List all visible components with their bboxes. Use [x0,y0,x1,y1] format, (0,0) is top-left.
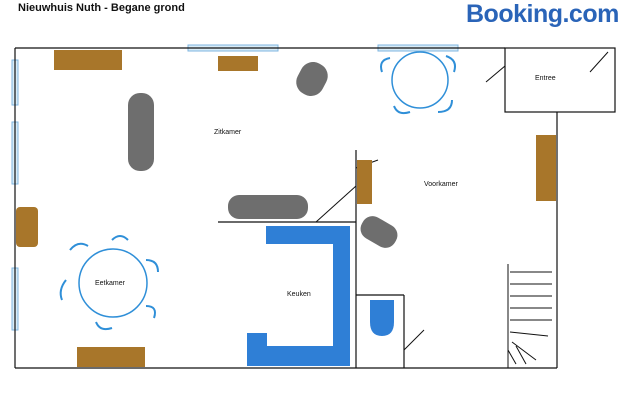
room-label-entree: Entree [535,75,556,82]
cabinet-right-wall [536,135,556,201]
dining-table-small [380,51,456,115]
cabinet-voorkamer [357,160,372,204]
stairs [507,264,552,368]
page-title: Nieuwhuis Nuth - Begane grond [18,2,185,14]
cabinet-top-left [54,50,122,70]
cabinet-top-middle [218,56,258,71]
brand-logo: Booking.com [466,0,619,28]
sofa-horizontal [228,195,308,219]
dining-table-large [59,235,159,331]
room-label-voorkamer: Voorkamer [424,181,459,188]
door-lines [315,51,609,351]
room-label-keuken: Keuken [287,291,311,298]
cabinet-bottom [77,347,145,367]
toilet [370,300,394,336]
kitchen-counter [247,226,350,366]
room-label-eetkamer: Eetkamer [95,280,126,287]
armchair-voorkamer [360,216,398,248]
armchair-top [296,61,328,97]
wood-furniture [16,50,556,367]
grey-furniture [128,61,398,248]
room-label-zitkamer: Zitkamer [214,129,242,136]
sofa-vertical [128,93,154,171]
walls [14,47,616,369]
cabinet-left-wall [16,207,38,247]
